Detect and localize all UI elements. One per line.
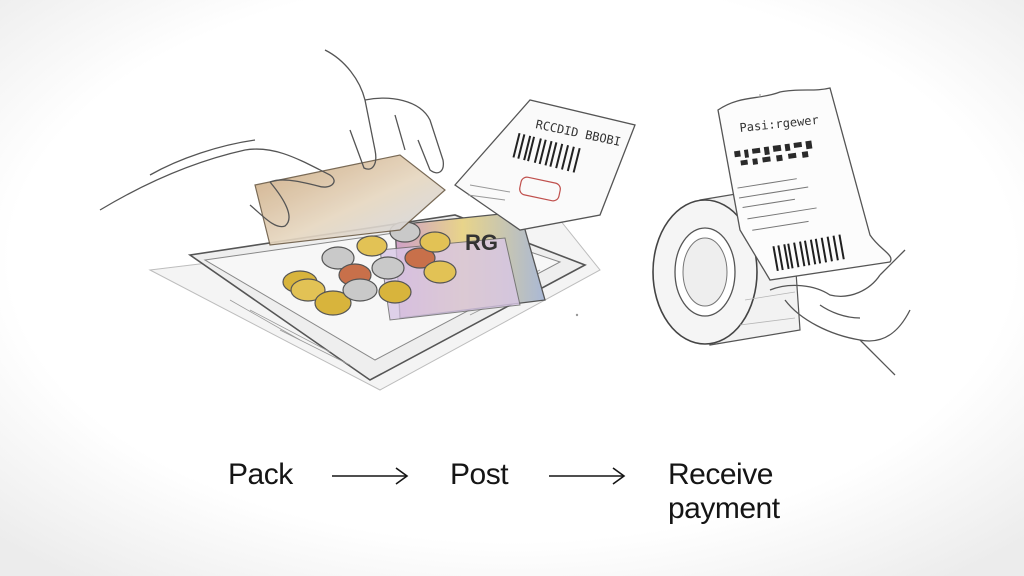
- arrow-right-icon: [549, 467, 626, 485]
- hands-sketch-left: [99, 49, 444, 228]
- arrow-right-icon: [332, 467, 409, 485]
- left-receipt-sketch: RCCDID BBOBI: [454, 99, 636, 231]
- step-receive-payment-label: Receive payment: [668, 458, 780, 525]
- right-receipt-sketch: Pasi:rgewer: [717, 87, 892, 281]
- tape-roll-sketch: [652, 184, 801, 346]
- hand-sketch-right: [769, 249, 911, 376]
- banknote-label: RG: [465, 230, 498, 255]
- step-pack-label: Pack: [228, 458, 293, 491]
- coins: [282, 221, 457, 316]
- step-post-label: Post: [450, 458, 509, 491]
